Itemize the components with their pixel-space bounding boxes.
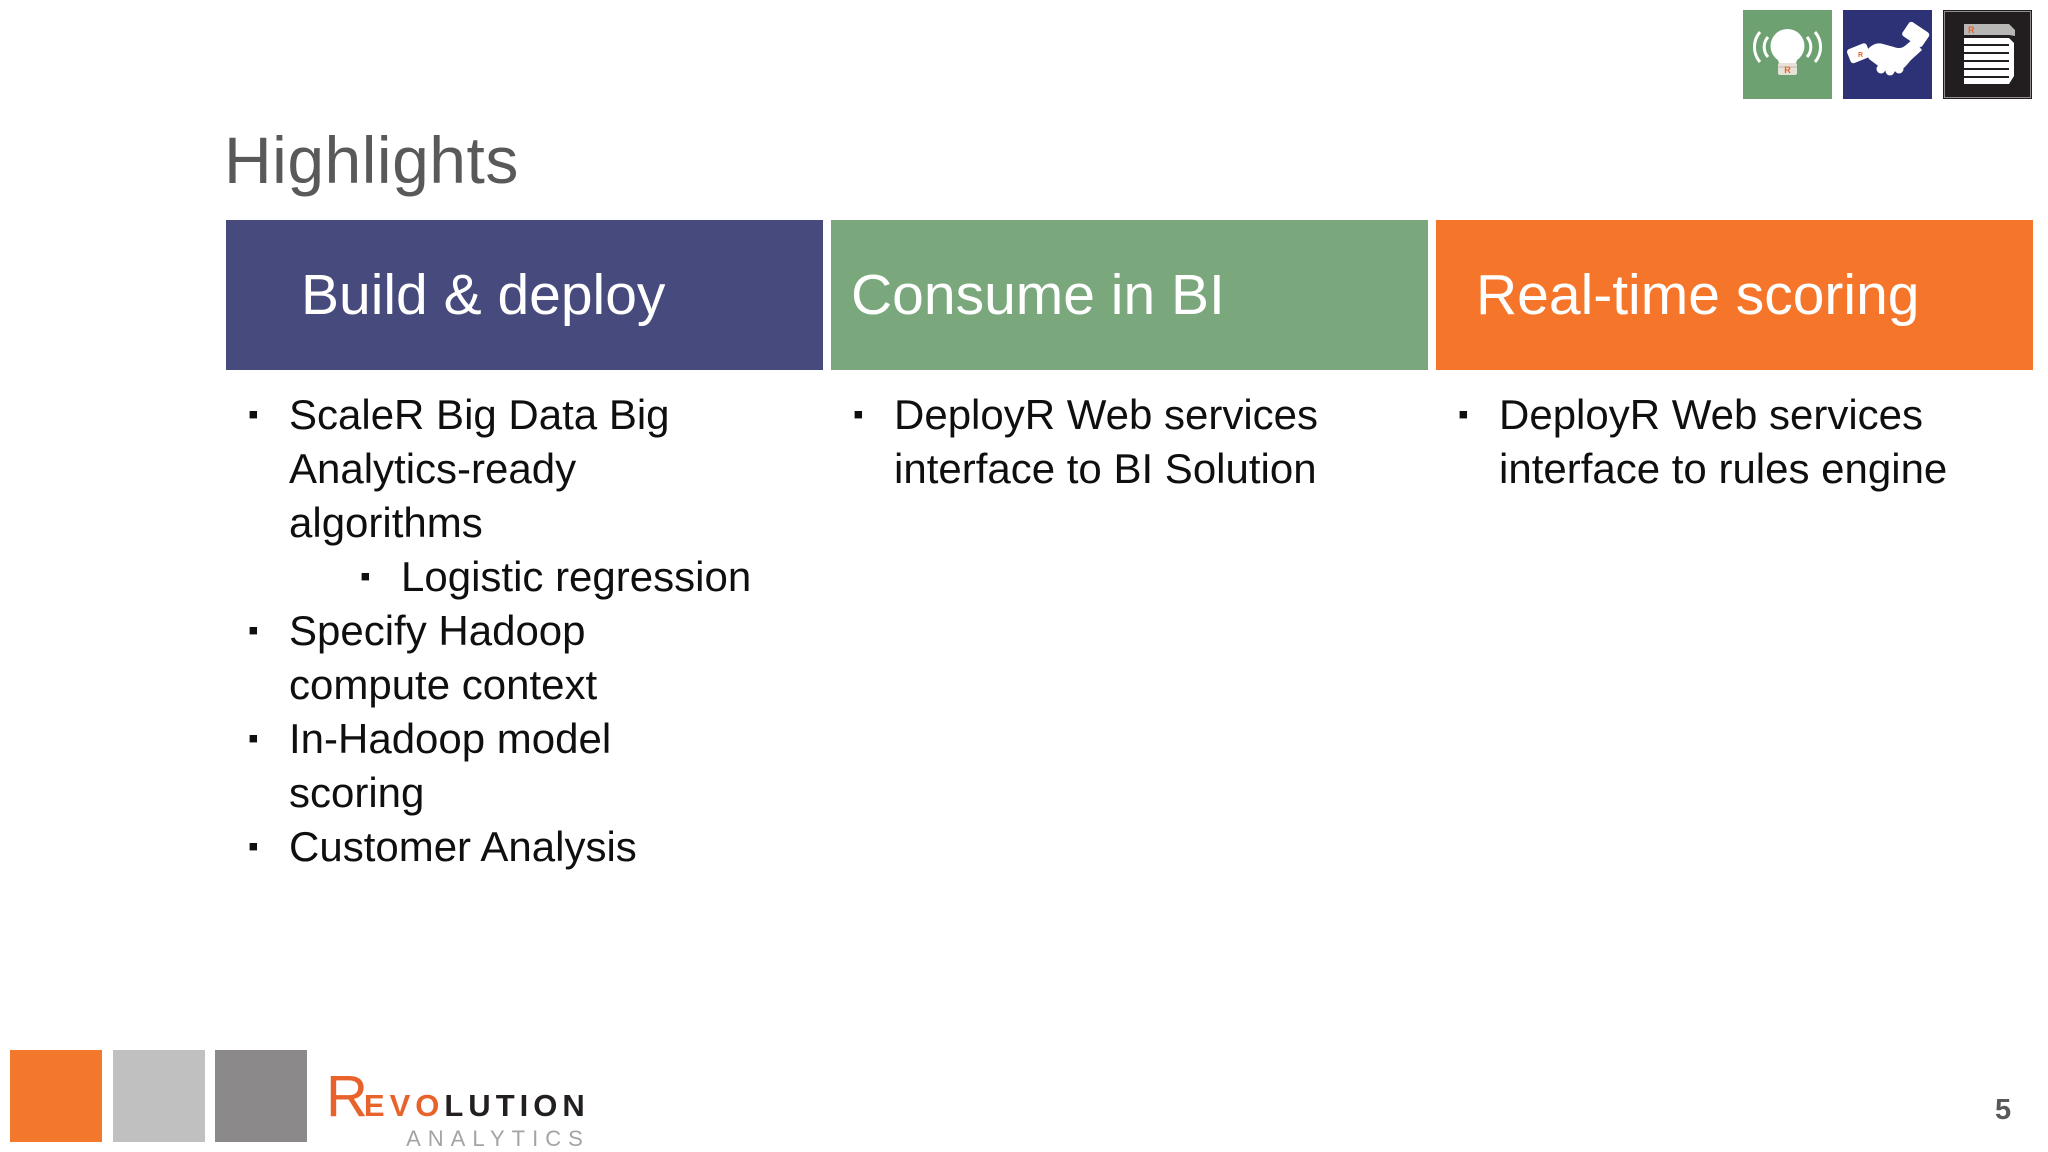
bullet-list: ▪ DeployR Web services interface to rule… [1436,388,2033,496]
handshake-icon: R [1843,10,1932,99]
logo-letters-lution: LUTION [444,1088,590,1123]
logo-letters-evo: EV [363,1088,416,1123]
list-item: ▪ ScaleR Big Data Big Analytics-ready al… [226,388,823,550]
column-realtime-scoring: Real-time scoring ▪ DeployR Web services… [1436,220,2033,874]
logo-subtext: ANALYTICS [406,1126,590,1151]
column-header-realtime-scoring: Real-time scoring [1436,220,2033,370]
svg-text:R: R [1968,25,1975,35]
list-item: ▪ In-Hadoop model scoring [226,712,823,820]
footer-square-lightgray [113,1050,205,1142]
list-item: ▪ DeployR Web services interface to rule… [1436,388,2033,496]
bullet-icon: ▪ [248,722,259,755]
bullet-text: Customer Analysis [289,823,637,870]
column-consume-bi: Consume in BI ▪ DeployR Web services int… [831,220,1428,874]
logo-letter-r: R [326,1064,368,1129]
bullet-text: Specify Hadoop compute context [289,607,598,708]
bullet-list: ▪ ScaleR Big Data Big Analytics-ready al… [226,388,823,874]
brand-icon-strip: R R R [1743,10,2032,99]
logo-letter-o: O [415,1088,445,1123]
list-item: ▪ Logistic regression [338,550,823,604]
bullet-text: ScaleR Big Data Big Analytics-ready algo… [289,391,670,546]
slide-title: Highlights [224,123,519,197]
bullet-icon: ▪ [248,614,259,647]
list-item: ▪ Customer Analysis [226,820,823,874]
bullet-list: ▪ DeployR Web services interface to BI S… [831,388,1428,496]
footer-square-orange [10,1050,102,1142]
idea-lightbulb-icon: R [1743,10,1832,99]
highlights-columns: Build & deploy ▪ ScaleR Big Data Big Ana… [226,220,2033,874]
bullet-text: DeployR Web services interface to BI Sol… [894,391,1319,492]
bullet-icon: ▪ [248,830,259,863]
bullet-text: Logistic regression [401,553,752,600]
bullet-text: DeployR Web services interface to rules … [1499,391,1948,492]
column-header-consume-bi: Consume in BI [831,220,1428,370]
list-item: ▪ Specify Hadoop compute context [226,604,823,712]
footer-square-darkgray [215,1050,307,1142]
bullet-icon: ▪ [853,398,864,431]
bullet-icon: ▪ [360,560,371,593]
page-number: 5 [1995,1094,2012,1126]
column-header-build-deploy: Build & deploy [226,220,823,370]
notes-stack-icon: R [1943,10,2032,99]
column-build-deploy: Build & deploy ▪ ScaleR Big Data Big Ana… [226,220,823,874]
list-item: ▪ DeployR Web services interface to BI S… [831,388,1428,496]
bullet-icon: ▪ [1458,398,1469,431]
bullet-text: In-Hadoop model scoring [289,715,612,816]
svg-text:R: R [1858,52,1863,59]
svg-text:R: R [1784,65,1791,75]
bullet-icon: ▪ [248,398,259,431]
